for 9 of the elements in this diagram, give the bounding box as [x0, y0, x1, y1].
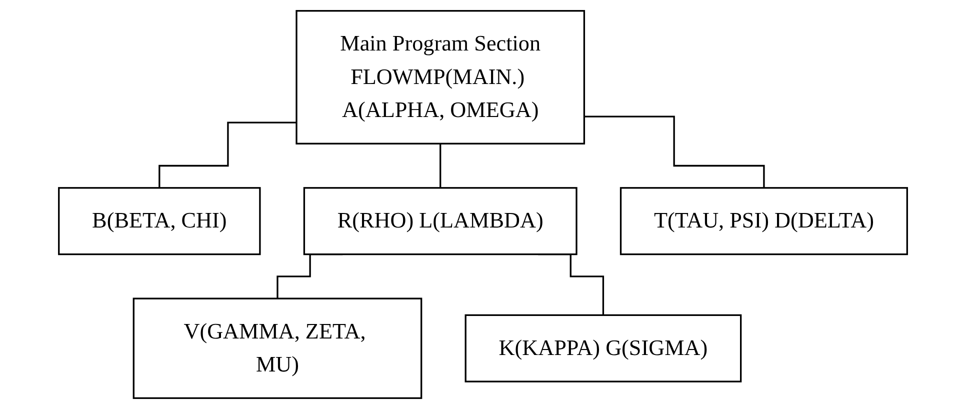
node-box: R(RHO) L(LAMBDA) — [304, 187, 578, 256]
node-box: T(TAU, PSI) D(DELTA) — [620, 187, 908, 256]
connector — [159, 122, 297, 189]
node-box: B(BETA, CHI) — [58, 187, 262, 256]
connector — [584, 116, 766, 189]
connector — [440, 142, 442, 189]
node-box: Main Program Section FLOWMP(MAIN.) A(ALPHA, OMEGA) — [296, 10, 586, 144]
node-box: K(KAPPA) G(SIGMA) — [465, 314, 742, 382]
node-box: V(GAMMA, ZETA, MU) — [133, 298, 423, 399]
